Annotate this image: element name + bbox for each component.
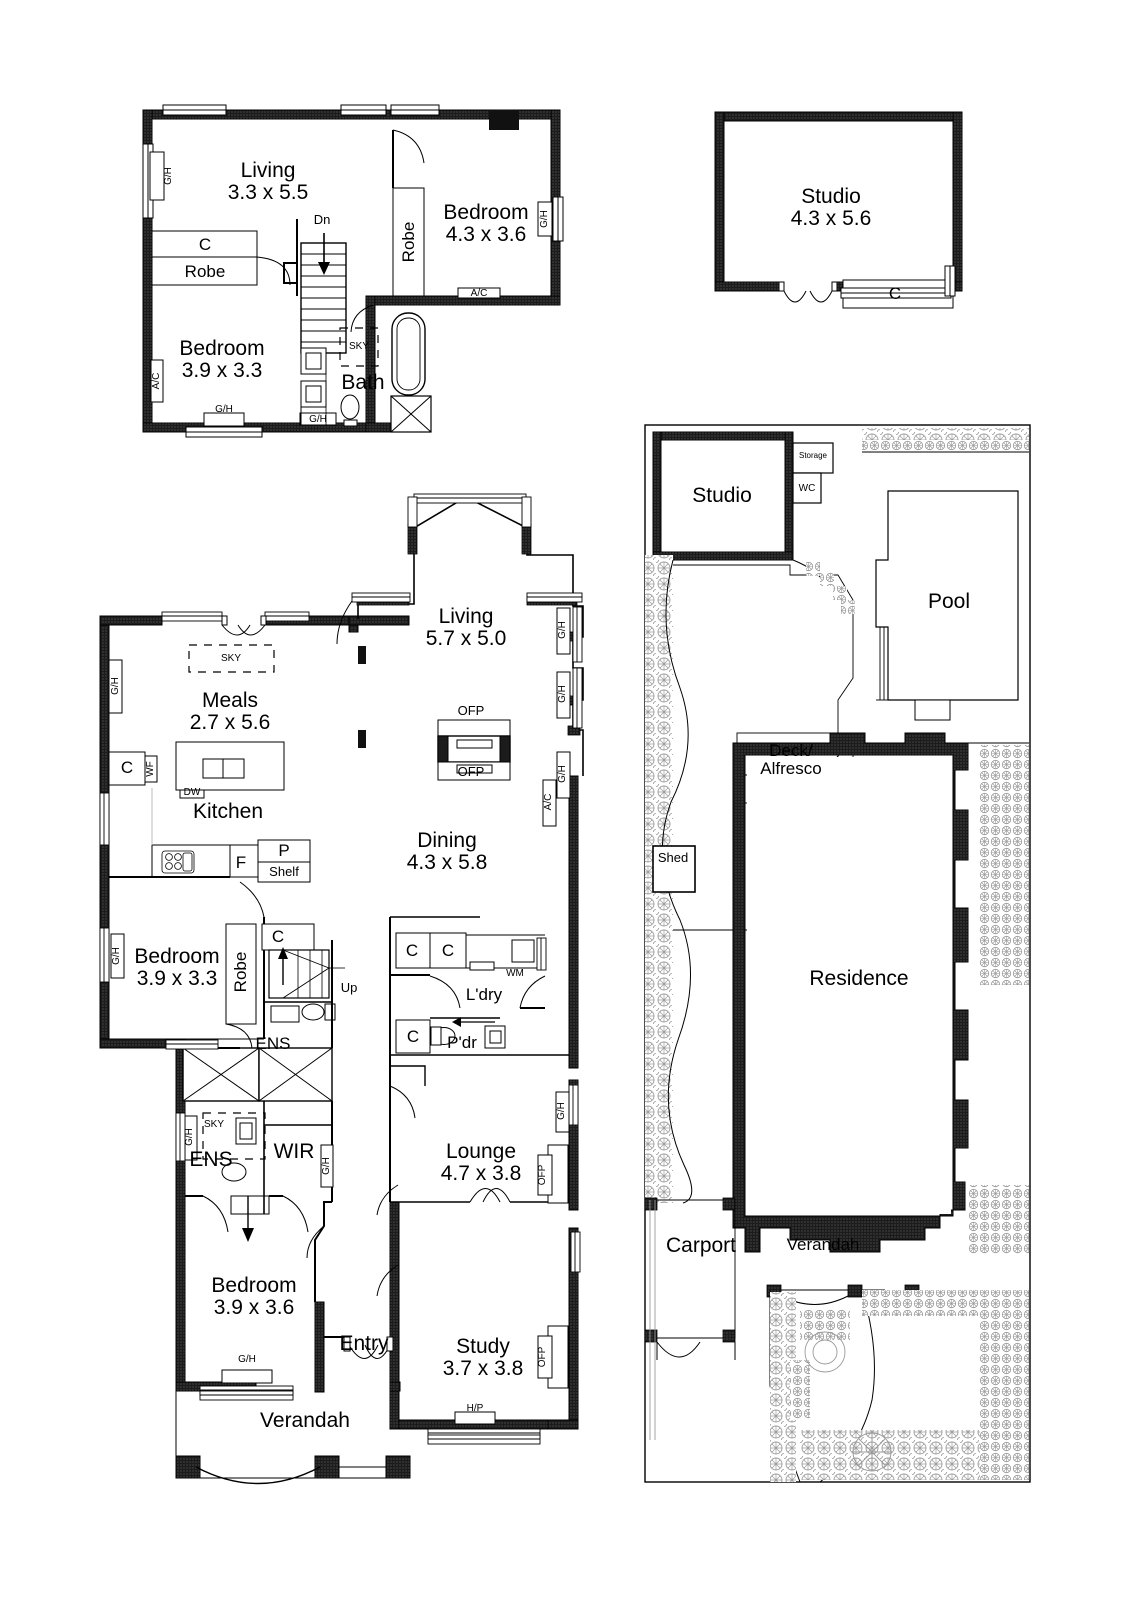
plan-linework bbox=[99, 104, 1031, 1485]
floor-plan-sheet: Living 3.3 x 5.5 Bedroom 4.3 x 3.6 Bedro… bbox=[99, 104, 1031, 1485]
